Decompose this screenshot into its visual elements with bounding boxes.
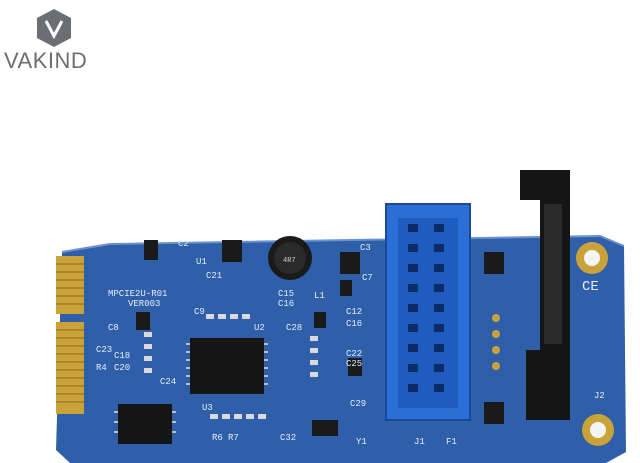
silk-label: C16 — [346, 319, 362, 329]
brand-name: VAKIND — [4, 48, 88, 73]
usb-header-connector — [385, 203, 471, 421]
silk-label: C18 — [114, 351, 130, 361]
silk-label: C7 — [362, 273, 373, 283]
silk-label: C21 — [206, 271, 222, 281]
silk-label: R6 — [212, 433, 223, 443]
vakind-logo-icon — [37, 9, 71, 47]
silk-label: C12 — [346, 307, 362, 317]
ce-mark: CE — [582, 279, 599, 295]
silk-label: C28 — [286, 323, 302, 333]
silk-label: C20 — [114, 363, 130, 373]
silk-label: Y1 — [356, 437, 367, 447]
silk-label: C23 — [96, 345, 112, 355]
silk-label: U1 — [196, 257, 207, 267]
silk-label: J1 — [414, 437, 425, 447]
silk-label: C3 — [360, 243, 371, 253]
silk-label: U2 — [254, 323, 265, 333]
board-model: MPCIE2U-R01 — [108, 289, 167, 299]
mounting-holes — [576, 242, 614, 446]
silk-label: C15 — [278, 289, 294, 299]
gold-pads — [492, 314, 500, 370]
gold-edge-connector — [56, 256, 84, 414]
silkscreen-text: MPCIE2U-R01 VER003 CE 4R7 C3 C7 C2 U1 C1… — [96, 239, 605, 447]
silk-label: C9 — [194, 307, 205, 317]
pcb-board — [56, 234, 626, 463]
silk-label: R7 — [228, 433, 239, 443]
silk-label: C2 — [178, 239, 189, 249]
inductor-mark: 4R7 — [283, 257, 296, 265]
silk-label: C22 — [346, 349, 362, 359]
silk-label: J2 — [594, 391, 605, 401]
smd-pads — [144, 314, 318, 419]
eeprom-chip — [114, 404, 176, 444]
inductor — [268, 236, 312, 280]
silk-label: L1 — [314, 291, 325, 301]
board-version: VER003 — [128, 299, 160, 309]
silk-label: C25 — [346, 359, 362, 369]
brand-logo: VAKIND — [0, 0, 120, 80]
silk-label: C32 — [280, 433, 296, 443]
silk-label: U3 — [202, 403, 213, 413]
silk-label: C8 — [108, 323, 119, 333]
silk-label: C24 — [160, 377, 176, 387]
silk-label: C29 — [350, 399, 366, 409]
smd-components — [136, 240, 504, 436]
silk-label: R4 — [96, 363, 107, 373]
power-connector — [520, 170, 570, 420]
silk-label: C16 — [278, 299, 294, 309]
silk-label: F1 — [446, 437, 457, 447]
controller-chip — [186, 338, 268, 394]
